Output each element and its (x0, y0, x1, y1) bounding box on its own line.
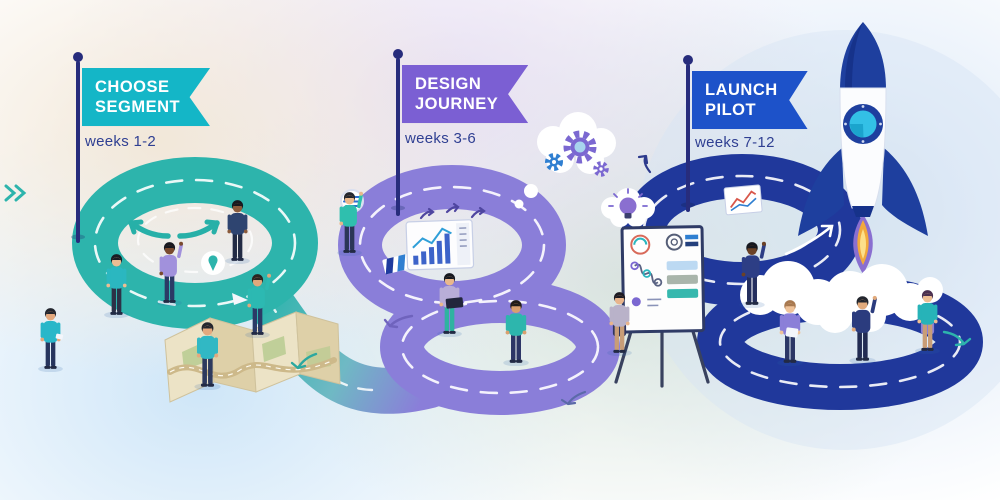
thought-cloud-lightbulb-icon (601, 188, 655, 227)
bar-chart-card-icon (405, 219, 475, 271)
laptop-icon (445, 297, 464, 309)
launch-arrow (784, 224, 834, 256)
people-choose-segment (38, 200, 272, 390)
rocket-icon (798, 22, 928, 274)
phase-weeks: weeks 7-12 (695, 134, 775, 151)
road-design-journey (338, 165, 620, 415)
phase-weeks: weeks 3-6 (405, 130, 477, 147)
flagpole (393, 49, 402, 216)
left-right-arrows-icon (128, 219, 220, 239)
thought-cloud-gears-icon (514, 112, 616, 209)
flagpole (73, 52, 82, 243)
people-launch-pilot (739, 241, 940, 366)
megaphone-icon (232, 293, 248, 305)
sprout-decorations (4, 154, 972, 406)
tablet-icon (785, 327, 799, 338)
flagpole (683, 55, 692, 212)
phase-weeks: weeks 1-2 (85, 133, 157, 150)
smoke-clouds (740, 261, 943, 333)
gear-blue (545, 153, 563, 171)
person-phone (38, 308, 63, 372)
location-pin-icon (201, 251, 225, 275)
people-design-journey (337, 191, 632, 366)
gear-large (563, 130, 597, 164)
gear-small (593, 161, 609, 177)
trend-chart-card-icon (723, 184, 763, 216)
flipchart-easel-icon (614, 225, 710, 388)
